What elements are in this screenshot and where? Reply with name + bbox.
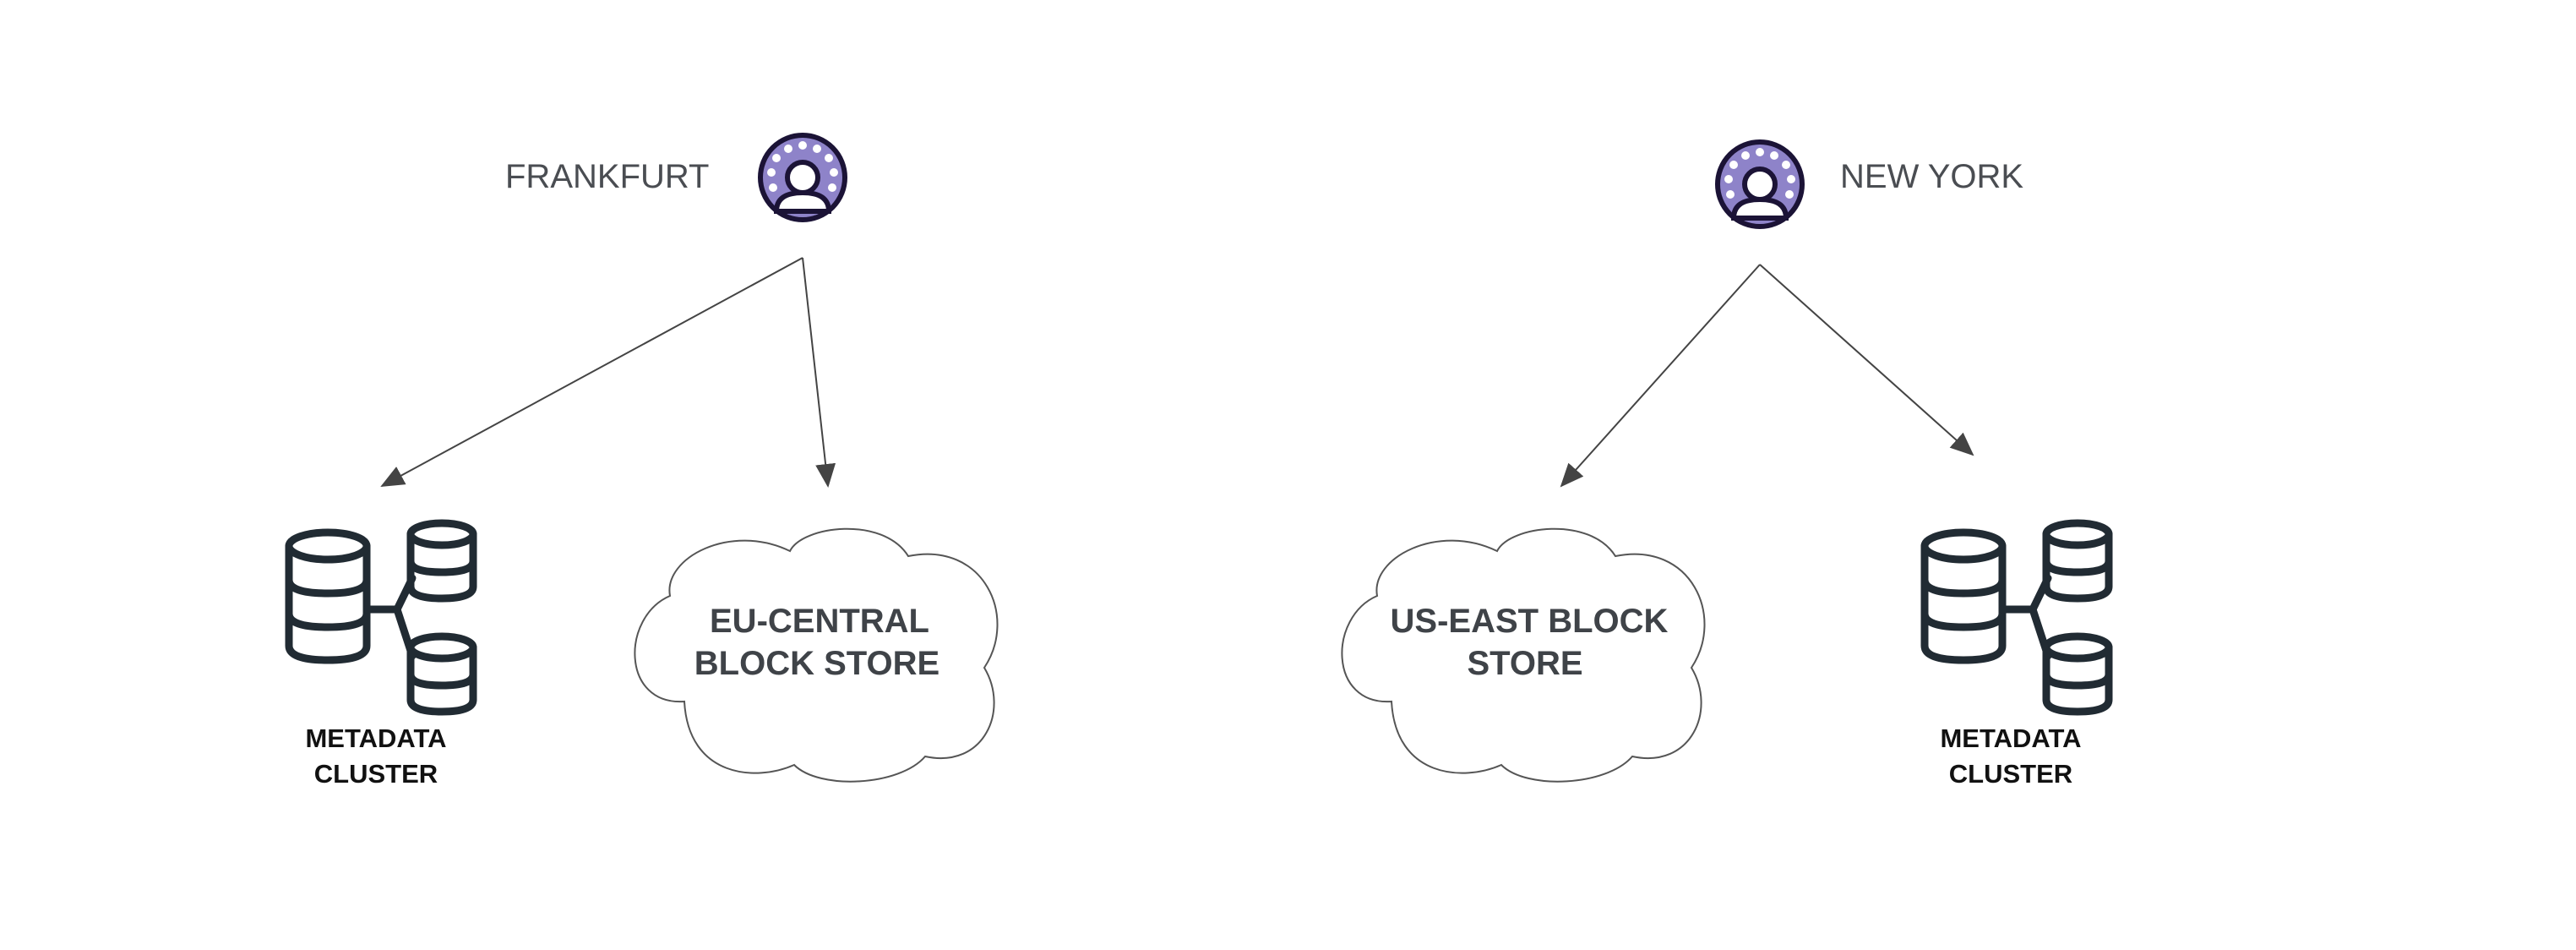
site-frankfurt: FRANKFURT METADATA CLUSTER EU-CENTRAL BL… — [289, 135, 999, 789]
database-cluster-icon — [289, 523, 473, 712]
location-label-frankfurt: FRANKFURT — [505, 158, 709, 195]
arrow-to-block-store-frankfurt — [802, 257, 836, 488]
arrow-to-block-store-new-york — [1560, 264, 1761, 488]
arrow-to-metadata-new-york — [1759, 264, 1974, 456]
metadata-label-line2: CLUSTER — [314, 759, 438, 789]
block-store-label-line1: US-EAST BLOCK — [1391, 603, 1669, 640]
metadata-label-line2: CLUSTER — [1949, 759, 2072, 789]
database-cluster-icon — [1925, 523, 2109, 712]
arrow-to-metadata-frankfurt — [380, 257, 803, 487]
metadata-label-line1: METADATA — [1940, 723, 2081, 753]
user-globe-icon — [760, 135, 845, 220]
block-store-label-line2: STORE — [1467, 645, 1582, 682]
site-new-york: NEW YORK US-EAST BLOCK STORE METADATA CL… — [1341, 142, 2109, 789]
metadata-label-line1: METADATA — [305, 723, 446, 753]
block-store-label-line2: BLOCK STORE — [694, 645, 939, 682]
block-store-label-line1: EU-CENTRAL — [710, 603, 929, 640]
user-globe-icon — [1718, 142, 1802, 227]
location-label-new-york: NEW YORK — [1840, 158, 2023, 195]
